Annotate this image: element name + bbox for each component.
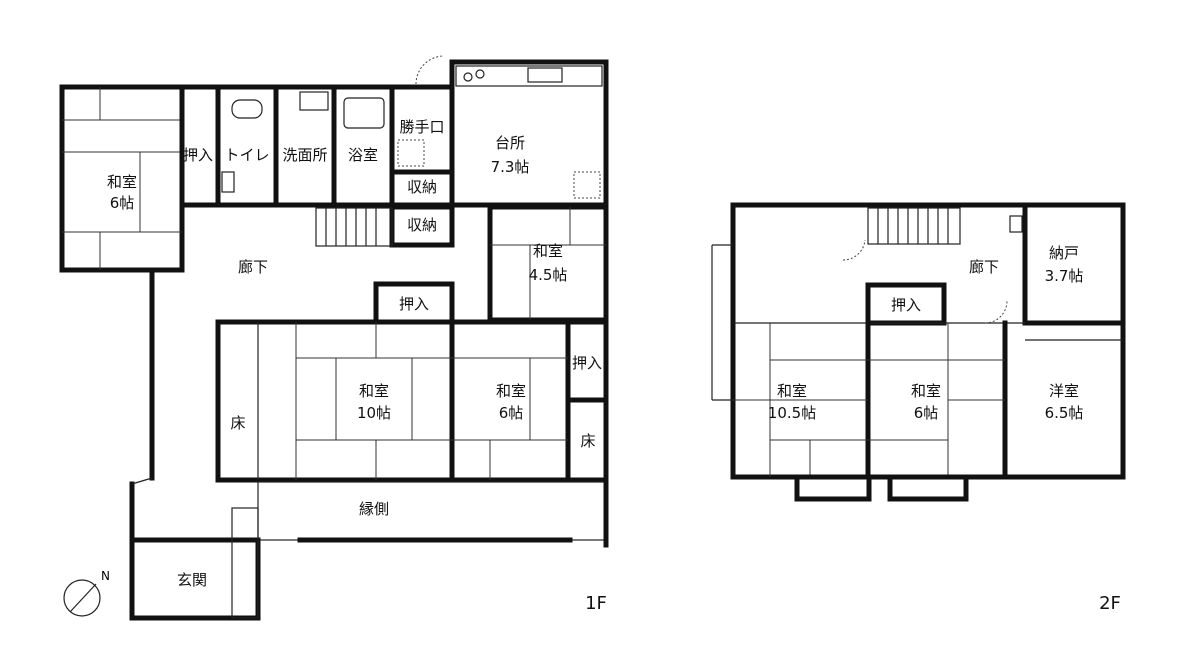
bay-window-1 (794, 474, 872, 502)
north-compass-icon: N (63, 569, 110, 617)
engawa-label: 縁側 (359, 500, 389, 518)
kitchen-counter (455, 65, 603, 87)
floor-1f-labels: 和室 6帖 押入 トイレ 洗面所 浴室 勝手口 収納 収納 台所 7.3帖 廊下… (107, 118, 607, 614)
bathtub (343, 97, 385, 129)
toko-1-label: 床 (230, 414, 245, 432)
2f-door-swing-1 (842, 239, 866, 261)
genkan-shoe-box (231, 507, 259, 619)
washitsu-west-name: 和室 (107, 173, 137, 191)
nando-name: 納戸 (1049, 244, 1079, 262)
washitsu-105-size: 10.5帖 (768, 404, 816, 422)
kitchen-sink (527, 67, 563, 83)
yokushitsu-label: 浴室 (348, 146, 378, 164)
nando-size: 3.7帖 (1045, 267, 1084, 285)
washitsu-6-main-tatami (452, 357, 568, 480)
daidokoro-size: 7.3帖 (491, 158, 530, 176)
senmenjo-label: 洗面所 (282, 146, 327, 164)
washbasin (299, 91, 329, 111)
floor-1f-label: 1F (585, 593, 607, 614)
yoshitsu-size: 6.5帖 (1045, 404, 1084, 422)
toilet-fixture (231, 99, 263, 119)
roka-1f-label: 廊下 (238, 258, 268, 276)
shuno-1-label: 収納 (407, 178, 437, 196)
washitsu-6-main-size: 6帖 (499, 404, 524, 422)
genkan-corner (131, 477, 153, 485)
floor-1f-plan (59, 55, 609, 621)
floor-2f-labels: 廊下 納戸 3.7帖 押入 和室 10.5帖 和室 6帖 洋室 6.5帖 2F (768, 244, 1121, 614)
kattekuchi-door-swing (415, 55, 445, 85)
washitsu-6-2f-tatami (868, 323, 1005, 477)
toilet-sink (221, 171, 235, 193)
washitsu-10-size: 10帖 (357, 404, 391, 422)
kitchen-appliance (573, 171, 601, 199)
washitsu-west-size: 6帖 (110, 194, 135, 212)
nando-walls (1022, 202, 1126, 326)
daidokoro-walls (449, 59, 609, 208)
oshiire-2f-label: 押入 (891, 296, 921, 314)
stairs-2f (867, 207, 961, 245)
roka-2f-label: 廊下 (969, 258, 999, 276)
kattekuchi-label: 勝手口 (399, 118, 444, 136)
oshiire-mid-label: 押入 (399, 295, 429, 313)
oshiire-west-label: 押入 (183, 146, 213, 164)
washitsu-6-main-name: 和室 (496, 382, 526, 400)
kattekuchi-step (397, 139, 425, 167)
washitsu-10-tatami (295, 322, 452, 480)
stove-burner-1 (463, 72, 473, 82)
yoshitsu-name: 洋室 (1049, 382, 1079, 400)
floor-2f-plan (711, 202, 1126, 502)
bay-window-2 (887, 474, 969, 502)
north-label: N (101, 569, 110, 583)
washitsu-10-name: 和室 (359, 382, 389, 400)
engawa-outline (257, 481, 607, 541)
genkan-label: 玄関 (177, 571, 207, 589)
shuno-2-label: 収納 (407, 216, 437, 234)
daidokoro-name: 台所 (495, 134, 525, 152)
stove-burner-2 (475, 69, 485, 79)
washitsu-105-tatami (733, 323, 868, 477)
washitsu-6-2f-size: 6帖 (914, 404, 939, 422)
washitsu-45-name: 和室 (533, 242, 563, 260)
washitsu-6-2f-name: 和室 (911, 382, 941, 400)
washitsu-45-walls (487, 204, 609, 323)
washitsu-105-name: 和室 (777, 382, 807, 400)
2f-door-swing-2 (984, 300, 1008, 324)
oshiire-east-label: 押入 (572, 354, 602, 372)
washitsu-45-size: 4.5帖 (529, 266, 568, 284)
toko-2-label: 床 (580, 432, 595, 450)
stairs-1f (315, 207, 393, 247)
washitsu-6-west-tatami (62, 87, 182, 270)
toilet-label: トイレ (224, 146, 269, 164)
nando-sink (1009, 215, 1023, 233)
floor-2f-label: 2F (1099, 593, 1121, 614)
